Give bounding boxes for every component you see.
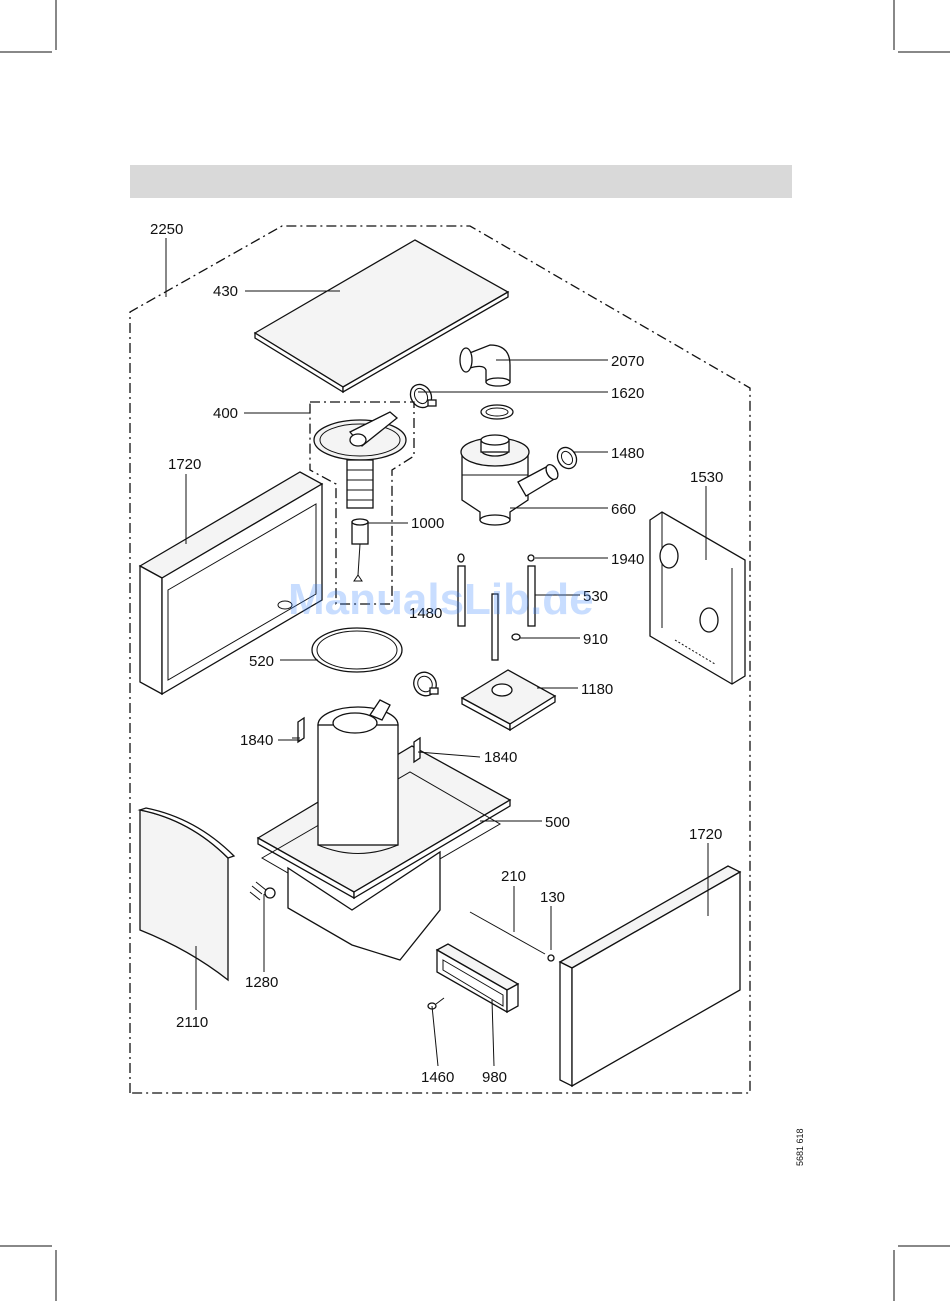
bracket-1840-left — [292, 718, 304, 742]
filter-part — [352, 519, 368, 581]
label-1720-upper: 1720 — [168, 456, 201, 473]
label-980: 980 — [482, 1069, 507, 1086]
label-1280: 1280 — [245, 974, 278, 991]
screw-part-1280 — [250, 882, 275, 900]
clamp-1480-lower — [409, 668, 440, 700]
label-1180: 1180 — [581, 681, 613, 698]
label-1530: 1530 — [690, 469, 723, 486]
clamp-1480-right — [554, 444, 581, 472]
clamp-1480-upper — [406, 381, 436, 412]
panel-980 — [437, 944, 518, 1012]
label-430: 430 — [213, 283, 238, 300]
label-210: 210 — [501, 868, 526, 885]
label-2070: 2070 — [611, 353, 644, 370]
document-number: 5681 618 — [795, 1128, 805, 1166]
label-400: 400 — [213, 405, 238, 422]
front-door — [140, 808, 234, 980]
gasket-ring — [312, 628, 402, 672]
label-660: 660 — [611, 501, 636, 518]
chimney-connector — [461, 435, 560, 525]
label-1460: 1460 — [421, 1069, 454, 1086]
label-1720-lower: 1720 — [689, 826, 722, 843]
part-130 — [548, 955, 554, 961]
bracket-1840-right — [414, 738, 420, 762]
pin-1460 — [428, 998, 444, 1009]
label-2110: 2110 — [176, 1014, 208, 1031]
header-bar — [130, 165, 792, 198]
label-910: 910 — [583, 631, 608, 648]
boiler-body — [258, 700, 510, 960]
label-520: 520 — [249, 653, 274, 670]
label-1480-upper: 1480 — [611, 445, 644, 462]
label-2250: 2250 — [150, 221, 183, 238]
clamp-1620 — [481, 405, 513, 419]
elbow-pipe — [460, 345, 510, 386]
mounting-plate — [462, 670, 555, 730]
rear-panel — [650, 512, 745, 684]
side-panel-lower — [560, 866, 740, 1086]
label-500: 500 — [545, 814, 570, 831]
label-1840-right: 1840 — [484, 749, 517, 766]
rod-210 — [470, 912, 545, 954]
watermark: ManualsLib.de — [288, 575, 594, 624]
label-1840-left: 1840 — [240, 732, 273, 749]
label-1620: 1620 — [611, 385, 644, 402]
label-1000: 1000 — [411, 515, 444, 532]
label-130: 130 — [540, 889, 565, 906]
label-1940: 1940 — [611, 551, 644, 568]
